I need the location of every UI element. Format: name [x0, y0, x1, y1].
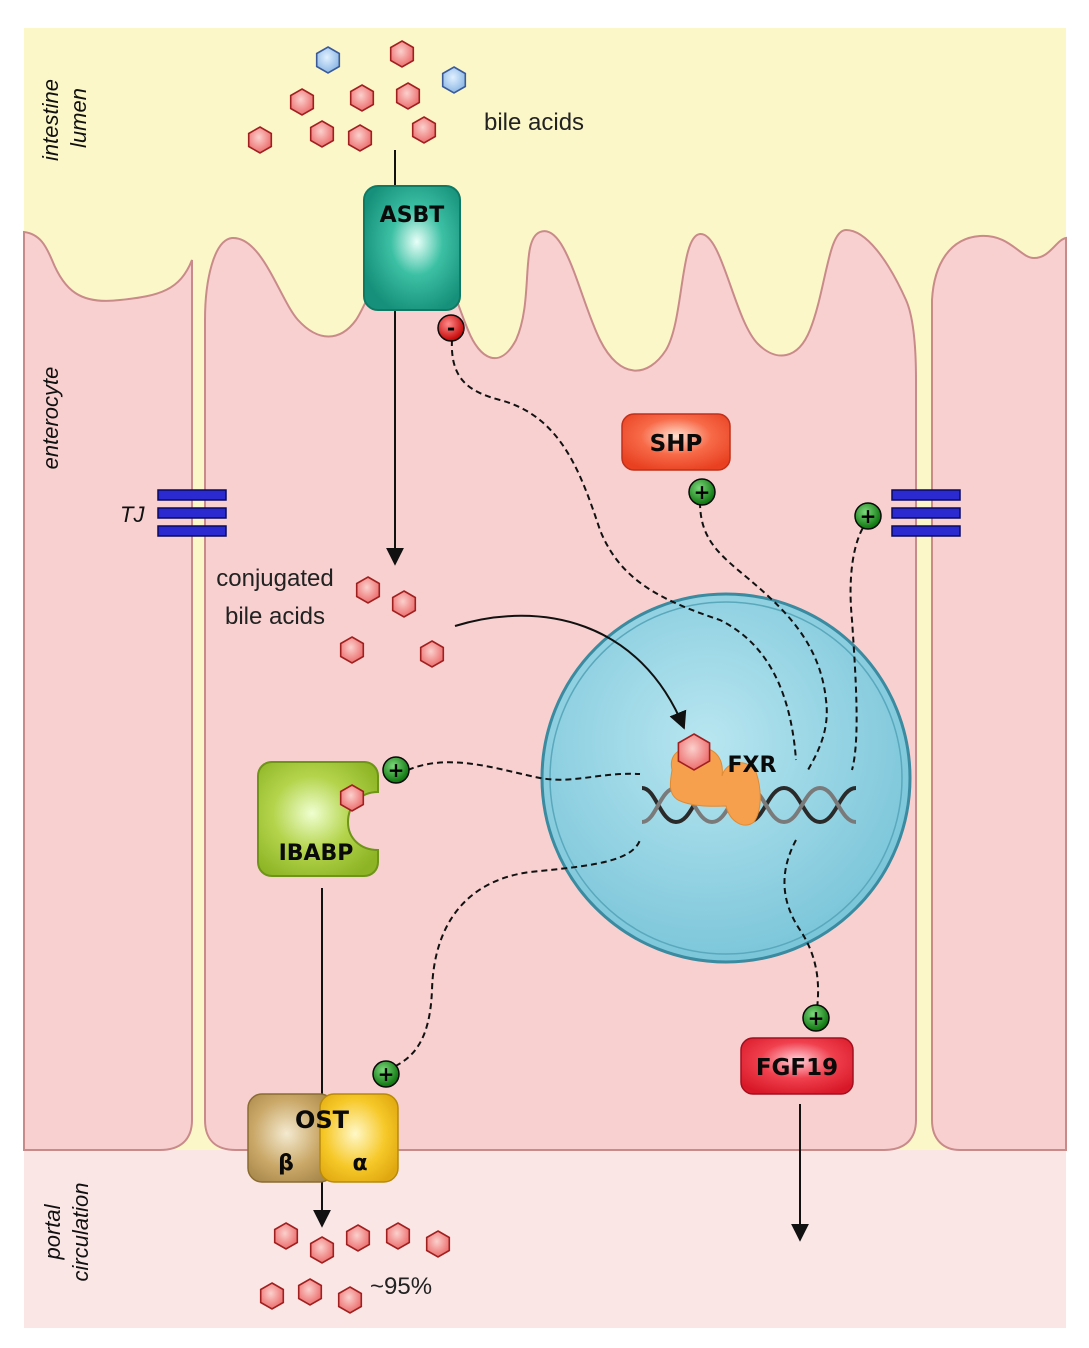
- activate-tj-symbol: +: [854, 502, 882, 530]
- ost-alpha-subunit: [319, 1093, 399, 1183]
- fgf19-label: FGF19: [756, 1055, 838, 1081]
- region-label-circulation: circulation: [68, 1182, 93, 1281]
- bile-acid-lumen: [289, 88, 315, 116]
- path-fxr-to-ost: [385, 839, 641, 1071]
- bile-acid-conjugated: [355, 576, 381, 604]
- conjugated-label: conjugated: [216, 565, 333, 592]
- ost-transporter: OST β α: [247, 1093, 399, 1183]
- bile-acid-molecules: [247, 40, 711, 1314]
- shp-label: SHP: [650, 431, 703, 457]
- tj-label: TJ: [120, 502, 145, 527]
- fxr-label: FXR: [728, 753, 777, 778]
- bile-acid-lumen: [411, 116, 437, 144]
- activate-fgf19-symbol: +: [802, 1004, 830, 1032]
- activate-shp-symbol-glyph: +: [694, 480, 711, 504]
- path-fxr-to-tj: [849, 519, 869, 771]
- tight-junction-left: [157, 489, 227, 537]
- activate-shp-symbol: +: [688, 478, 716, 506]
- bile-acid-conjugated: [339, 636, 365, 664]
- bile-acid-lumen: [389, 40, 415, 68]
- bile-acid-portal: [345, 1224, 371, 1252]
- activate-ibabp-symbol-glyph: +: [388, 758, 405, 782]
- bile-acid-lumen: [309, 120, 335, 148]
- bile-acid-lumen: [441, 66, 467, 94]
- asbt-label: ASBT: [380, 203, 445, 228]
- bile-acid-fxr-bound: [677, 733, 711, 771]
- bile-acid-portal: [259, 1282, 285, 1310]
- bile-acid-lumen: [315, 46, 341, 74]
- tight-junction-right: [891, 489, 961, 537]
- region-label-portal: portal: [40, 1203, 65, 1260]
- enterocyte-left-cell: [23, 230, 193, 1151]
- fgf19-protein: FGF19: [740, 1037, 854, 1095]
- activate-fgf19-symbol-glyph: +: [808, 1006, 825, 1030]
- inhibit-asbt-symbol: -: [437, 314, 465, 342]
- activate-ibabp-symbol: +: [382, 756, 410, 784]
- bile-acid-lumen: [349, 84, 375, 112]
- portal-circulation-region: [24, 1150, 1066, 1328]
- bile-acid-conjugated: [391, 590, 417, 618]
- bile-acids-label: bile acids: [484, 109, 584, 136]
- path-fxr-to-ibabp: [407, 761, 641, 781]
- percent-label: ~95%: [370, 1273, 432, 1300]
- region-label-enterocyte: enterocyte: [38, 367, 63, 470]
- bile-acid-portal: [297, 1278, 323, 1306]
- nucleus-inner-membrane: [549, 601, 903, 955]
- activate-tj-symbol-glyph: +: [860, 504, 877, 528]
- bile-acid-portal: [337, 1286, 363, 1314]
- ost-beta-label: β: [278, 1151, 294, 1176]
- regulatory-paths: [385, 339, 869, 1071]
- conjugated-bile-acids-label: bile acids: [225, 603, 325, 630]
- arrow-bile-acids-to-fxr: [454, 614, 687, 730]
- ost-label: OST: [295, 1106, 350, 1134]
- regulation-symbols: - + + + + +: [372, 314, 882, 1088]
- inhibit-asbt-symbol-glyph: -: [447, 316, 455, 340]
- path-fxr-to-fgf19: [783, 839, 820, 1017]
- bile-acid-conjugated: [419, 640, 445, 668]
- bile-acid-portal: [309, 1236, 335, 1264]
- region-label-intestine: intestine: [38, 79, 63, 161]
- bile-acid-ibabp-bound: [339, 784, 365, 812]
- bile-acid-lumen: [347, 124, 373, 152]
- ibabp-label: IBABP: [279, 841, 354, 866]
- bile-acid-portal: [385, 1222, 411, 1250]
- region-label-lumen: lumen: [66, 88, 91, 148]
- asbt-transporter: ASBT: [363, 185, 461, 311]
- enterocyte-right-cell: [931, 234, 1067, 1151]
- bile-acid-portal: [425, 1230, 451, 1258]
- path-fxr-to-shp: [699, 501, 828, 771]
- bile-acid-lumen: [247, 126, 273, 154]
- activate-ost-symbol: +: [372, 1060, 400, 1088]
- ost-alpha-label: α: [352, 1151, 367, 1176]
- activate-ost-symbol-glyph: +: [378, 1062, 395, 1086]
- bile-acid-portal: [273, 1222, 299, 1250]
- path-fxr-to-asbt: [450, 339, 797, 761]
- bile-acid-lumen: [395, 82, 421, 110]
- shp-protein: SHP: [621, 413, 731, 471]
